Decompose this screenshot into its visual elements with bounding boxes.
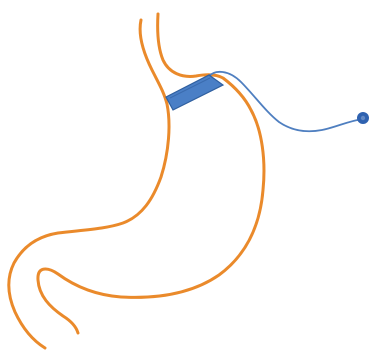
stomach-inner-wall bbox=[9, 20, 169, 348]
access-port-center bbox=[361, 116, 365, 120]
stomach-outer-wall bbox=[38, 14, 264, 333]
gastric-band-body bbox=[166, 75, 223, 110]
access-port bbox=[357, 112, 369, 124]
stomach-outline bbox=[9, 14, 264, 348]
connecting-tube bbox=[208, 72, 363, 131]
gastric-band bbox=[166, 75, 223, 110]
